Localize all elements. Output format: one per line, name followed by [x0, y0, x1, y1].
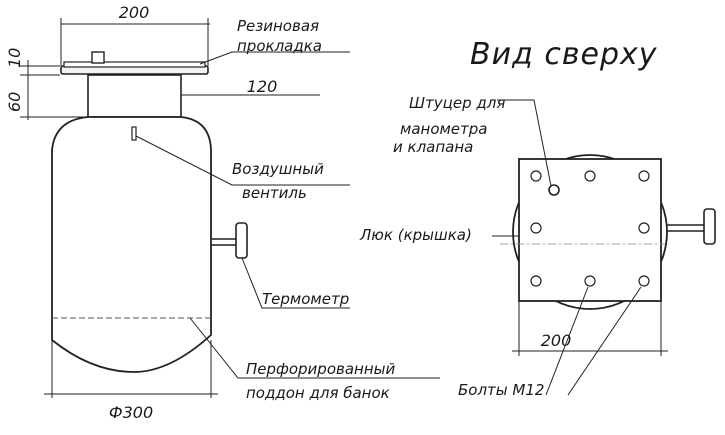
label-thermometer: Термометр [262, 290, 349, 308]
bolt [530, 170, 542, 182]
thermometer [235, 222, 248, 259]
label-tray-1: Перфорированный [246, 360, 395, 378]
label-fitting-1: Штуцер для [409, 94, 505, 112]
air-valve [131, 126, 137, 141]
label-fitting-2: манометра [400, 120, 488, 138]
bolt [638, 222, 650, 234]
label-gasket-2: прокладка [237, 37, 322, 55]
leader-bolts-b [567, 286, 642, 396]
label-fitting-3: и клапана [393, 138, 473, 156]
bolt [530, 222, 542, 234]
label-air-valve-1: Воздушный [232, 160, 324, 178]
thermometer-top [703, 208, 716, 245]
dim-neck-width: 120 [247, 77, 278, 96]
bolt [584, 170, 596, 182]
dim-top-width: 200 [119, 3, 150, 22]
bolt [530, 275, 542, 287]
top-view-title: Вид сверху [470, 37, 658, 72]
leader-thermometer [241, 257, 350, 309]
dim-neck-height: 60 [5, 92, 24, 112]
top-view: Вид сверху 200 [470, 37, 716, 396]
label-air-valve-2: вентиль [242, 184, 307, 202]
label-gasket-1: Резиновая [237, 17, 319, 35]
manometer-fitting [548, 184, 560, 196]
rubber-gasket [63, 61, 206, 68]
bolt [638, 170, 650, 182]
lid-fitting [91, 51, 105, 64]
leader-air-valve [135, 135, 350, 186]
bolt [638, 275, 650, 287]
tank-body [51, 116, 212, 373]
dim-diameter: Ф300 [109, 403, 153, 422]
side-view: 200 10 60 120 Ф300 [5, 3, 440, 422]
dim-lid-thickness: 10 [5, 48, 24, 68]
leader-tray [189, 317, 440, 379]
bolts-group [530, 170, 650, 287]
bolt [584, 275, 596, 287]
label-hatch: Люк (крышка) [359, 226, 472, 244]
neck [87, 74, 182, 118]
label-tray-2: поддон для банок [246, 384, 390, 402]
leader-fitting [497, 99, 552, 187]
dim-top-view-width: 200 [541, 331, 572, 350]
leader-gasket [199, 51, 350, 65]
leader-bolts-a [545, 286, 589, 396]
label-bolts: Болты М12 [458, 381, 544, 399]
